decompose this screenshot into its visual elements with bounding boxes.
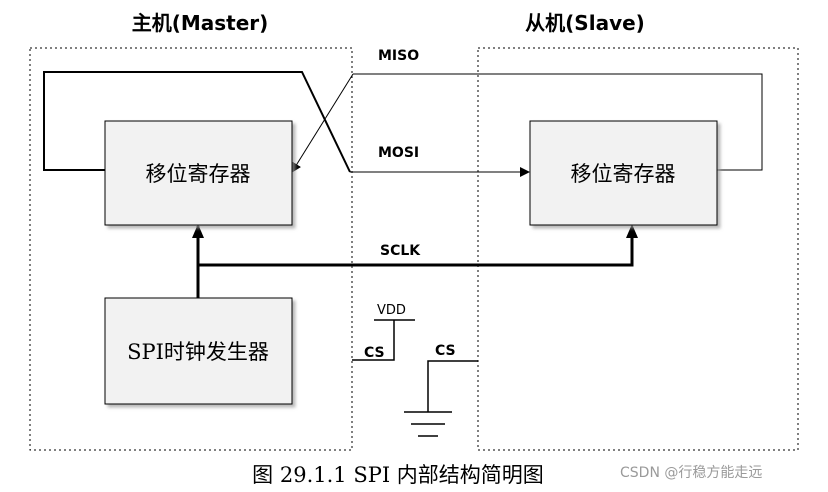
sclk-label: SCLK bbox=[380, 243, 421, 259]
watermark: CSDN @行稳方能走远 bbox=[620, 465, 762, 481]
slave-shift-register-label: 移位寄存器 bbox=[571, 162, 676, 186]
slave-feedback-line bbox=[353, 73, 763, 171]
slave-title: 从机(Slave) bbox=[525, 11, 645, 35]
slave-shift-register[interactable]: 移位寄存器 bbox=[529, 120, 718, 226]
mosi-label: MOSI bbox=[378, 145, 419, 161]
sclk-arrow bbox=[626, 224, 638, 238]
miso-label: MISO bbox=[378, 48, 419, 64]
clock-to-master-arrow bbox=[192, 224, 204, 238]
slave-boundary bbox=[477, 47, 799, 451]
slave-cs-line[interactable] bbox=[427, 360, 478, 412]
master-cs-label: CS bbox=[364, 345, 385, 361]
miso-line[interactable] bbox=[291, 73, 354, 173]
master-feedback-line bbox=[43, 71, 351, 173]
master-shift-register-label: 移位寄存器 bbox=[146, 162, 251, 186]
spi-clock-generator-label: SPI时钟发生器 bbox=[127, 340, 269, 364]
master-title: 主机(Master) bbox=[132, 11, 269, 35]
figure-caption: 图 29.1.1 SPI 内部结构简明图 bbox=[252, 463, 544, 487]
slave-cs-label: CS bbox=[435, 343, 456, 359]
sclk-line[interactable] bbox=[198, 238, 634, 267]
master-shift-register[interactable]: 移位寄存器 bbox=[104, 120, 293, 226]
master-boundary bbox=[29, 47, 353, 451]
vdd-label: VDD bbox=[377, 303, 406, 318]
spi-clock-generator[interactable]: SPI时钟发生器 bbox=[104, 297, 293, 405]
master-cs-line[interactable] bbox=[352, 320, 395, 361]
